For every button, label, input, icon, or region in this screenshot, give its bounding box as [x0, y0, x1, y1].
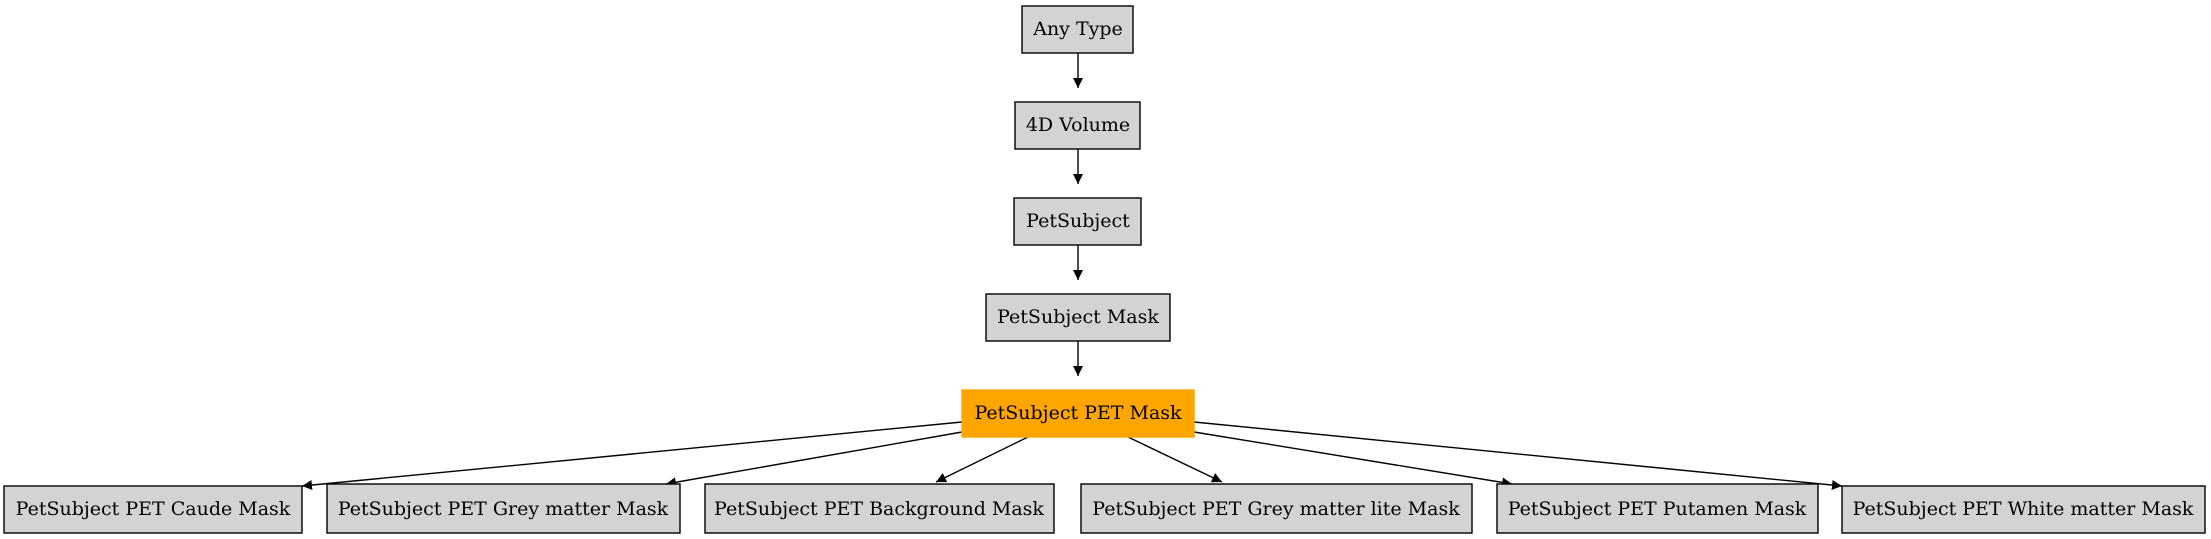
node-box: [1080, 483, 1473, 534]
edge-pet-mask-to-grey-matter-mask: [665, 431, 963, 488]
node-label: 4D Volume: [1026, 114, 1130, 136]
node-background-mask[interactable]: PetSubject PET Background Mask: [704, 483, 1055, 534]
node-label: PetSubject Mask: [997, 306, 1159, 328]
node-putamen-mask[interactable]: PetSubject PET Putamen Mask: [1496, 483, 1819, 534]
edge-pet-mask-to-putamen-mask: [1193, 431, 1513, 488]
node-box: [985, 293, 1171, 342]
node-white-matter-mask[interactable]: PetSubject PET White matter Mask: [1841, 485, 2206, 534]
node-petsubject-mask[interactable]: PetSubject Mask: [985, 293, 1171, 342]
node-petsubject-pet-mask[interactable]: PetSubject PET Mask: [961, 389, 1195, 438]
node-box: [1021, 5, 1134, 54]
node-label: PetSubject PET Grey matter lite Mask: [1092, 498, 1460, 520]
edge-pet-mask-to-background-mask: [935, 436, 1029, 483]
edge-pet-mask-to-white-matter-mask: [1193, 421, 1843, 490]
node-box: [326, 483, 681, 534]
edges: [301, 53, 1843, 491]
node-box-highlighted: [961, 389, 1195, 438]
nodes: Any Type 4D Volume PetSubject PetSubject…: [3, 5, 2206, 534]
node-label: PetSubject PET White matter Mask: [1853, 498, 2194, 520]
node-caude-mask[interactable]: PetSubject PET Caude Mask: [3, 485, 303, 534]
node-label: PetSubject PET Grey matter Mask: [338, 498, 669, 520]
node-grey-matter-mask[interactable]: PetSubject PET Grey matter Mask: [326, 483, 681, 534]
edge-pet-mask-to-grey-matter-lite-mask: [1127, 436, 1223, 483]
node-box: [1841, 485, 2206, 534]
node-label: PetSubject PET Caude Mask: [16, 498, 291, 520]
node-box: [704, 483, 1055, 534]
node-label: PetSubject PET Background Mask: [714, 498, 1044, 520]
node-label: PetSubject PET Putamen Mask: [1508, 498, 1807, 520]
node-petsubject[interactable]: PetSubject: [1013, 197, 1142, 246]
node-box: [3, 485, 303, 534]
node-label: PetSubject: [1026, 210, 1130, 232]
node-label: PetSubject PET Mask: [974, 402, 1182, 424]
node-any-type[interactable]: Any Type: [1021, 5, 1134, 54]
edge-pet-mask-to-caude-mask: [301, 421, 963, 491]
node-box: [1014, 101, 1141, 150]
node-grey-matter-lite-mask[interactable]: PetSubject PET Grey matter lite Mask: [1080, 483, 1473, 534]
node-label: Any Type: [1032, 18, 1123, 40]
node-4d-volume[interactable]: 4D Volume: [1014, 101, 1141, 150]
node-box: [1013, 197, 1142, 246]
node-box: [1496, 483, 1819, 534]
